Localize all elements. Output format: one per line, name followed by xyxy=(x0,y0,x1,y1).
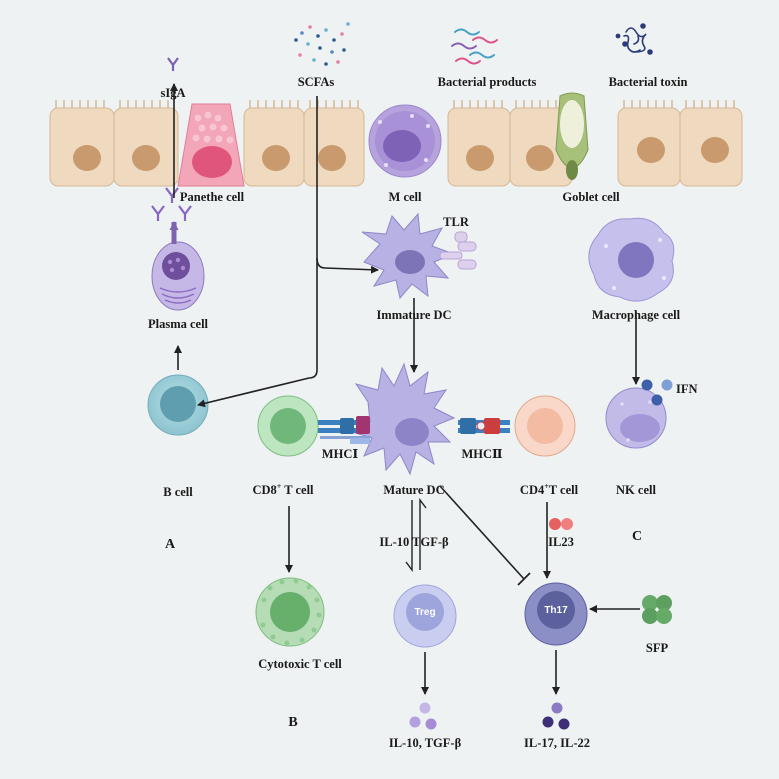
label-il10-tgfb: IL-10 TGF-β xyxy=(379,535,449,549)
arrow-dc-to-treg xyxy=(405,500,413,573)
epithelial-nucleus xyxy=(73,145,101,171)
mhc1-complex xyxy=(318,416,370,444)
cd8-t-cell xyxy=(257,395,319,457)
treg-cell xyxy=(393,584,457,648)
label-bacterial-toxin: Bacterial toxin xyxy=(609,75,688,89)
th17-cell xyxy=(524,582,588,646)
label-b-cell: B cell xyxy=(163,485,193,499)
label-mature-dc: Mature DC xyxy=(383,483,444,497)
epithelial-nucleus xyxy=(262,145,290,171)
epithelial-nucleus xyxy=(526,145,554,171)
tlr-receptor-icon xyxy=(439,231,477,270)
label-th17: Th17 xyxy=(544,605,568,616)
cytotoxic-t-cell xyxy=(255,577,325,647)
nk-cell xyxy=(605,387,667,449)
immature-dc xyxy=(361,212,456,300)
il17-il22-molecules xyxy=(542,702,570,730)
epithelial-nucleus xyxy=(132,145,160,171)
label-treg: Treg xyxy=(414,607,435,618)
m-cell xyxy=(368,104,442,178)
bacterial-toxin-icon xyxy=(615,23,653,55)
sfp-cluster xyxy=(642,595,672,624)
label-nk-cell: NK cell xyxy=(616,483,656,497)
macrophage-cell xyxy=(588,217,675,302)
label-mhc1: MHCⅠ xyxy=(322,447,359,461)
label-il10-tgfb-out: IL-10, TGF-β xyxy=(389,736,462,750)
arrows xyxy=(169,83,640,695)
label-immature-dc: Immature DC xyxy=(376,308,451,322)
label-cytotoxic-t-cell: Cytotoxic T cell xyxy=(258,657,342,671)
panel-label-c: C xyxy=(632,529,642,544)
label-ifn: IFN xyxy=(676,382,698,396)
label-tlr: TLR xyxy=(443,215,470,229)
siga-icon xyxy=(167,57,179,71)
label-siga: sIgA xyxy=(160,86,185,100)
panethe-cell xyxy=(177,103,245,187)
label-panethe-cell: Panethe cell xyxy=(180,190,245,204)
label-macrophage-cell: Macrophage cell xyxy=(592,308,681,322)
panel-label-b: B xyxy=(288,715,297,730)
label-m-cell: M cell xyxy=(389,190,422,204)
label-mhc2: MHCⅡ xyxy=(461,447,502,461)
b-cell xyxy=(147,374,209,436)
epithelial-nucleus xyxy=(701,137,729,163)
bacterial-products-icon xyxy=(451,28,498,65)
antibody-icon xyxy=(151,187,192,221)
mhc2-complex xyxy=(458,418,510,434)
microvilli xyxy=(55,100,735,108)
goblet-cell xyxy=(555,92,589,180)
epithelial-layer xyxy=(49,100,743,187)
arrow-scfas-to-dc xyxy=(316,257,379,274)
label-sfp: SFP xyxy=(646,641,669,655)
label-goblet-cell: Goblet cell xyxy=(562,190,620,204)
epithelial-nucleus xyxy=(637,137,665,163)
arrow-treg-to-dc xyxy=(419,497,427,570)
il23-molecules xyxy=(549,518,573,530)
label-cd8-t-cell: CD8+ T cell xyxy=(252,482,314,497)
label-scfas: SCFAs xyxy=(298,75,335,89)
epithelial-nucleus xyxy=(466,145,494,171)
plasma-cell xyxy=(151,241,205,311)
panel-label-a: A xyxy=(165,537,176,552)
label-plasma-cell: Plasma cell xyxy=(148,317,209,331)
label-bacterial-products: Bacterial products xyxy=(438,75,537,89)
label-il23: IL23 xyxy=(548,535,574,549)
mature-dc xyxy=(350,362,456,476)
label-il17-il22: IL-17, IL-22 xyxy=(524,736,590,750)
inhibit-bar xyxy=(517,572,531,586)
cd4-t-cell xyxy=(514,395,576,457)
label-cd4-t-cell: CD4+T cell xyxy=(520,482,579,497)
epithelial-nucleus xyxy=(318,145,346,171)
arrow-scfas-to-bcell xyxy=(197,96,318,408)
il10-tgfb-molecules xyxy=(409,702,437,730)
inhibit-dc-to-th17 xyxy=(439,485,525,580)
scfas-icon xyxy=(294,22,350,66)
ifn-molecules xyxy=(641,379,673,406)
